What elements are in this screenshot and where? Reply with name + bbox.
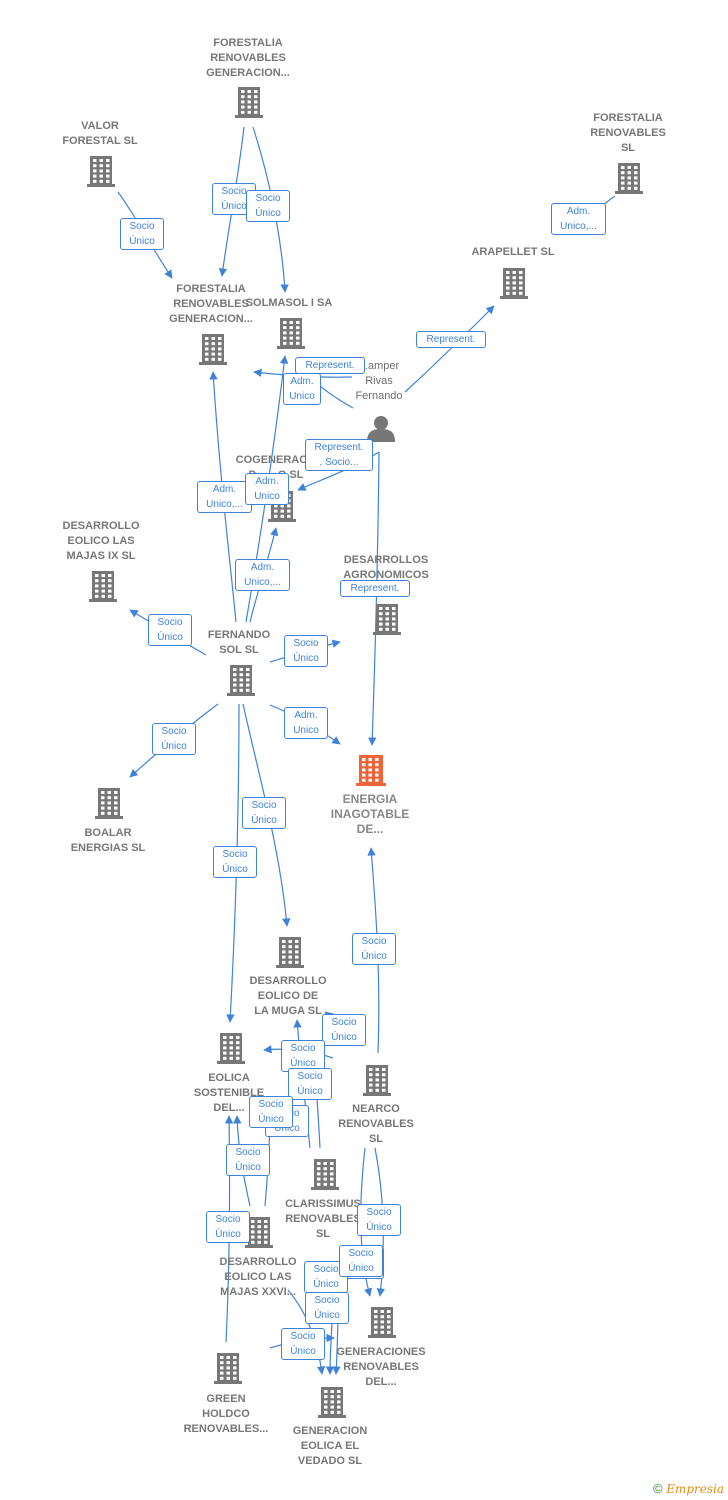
company-building-icon[interactable] xyxy=(373,604,401,635)
relationship-label[interactable]: Socio Único xyxy=(226,1144,270,1176)
brand-name: Empresia xyxy=(666,1482,724,1496)
company-name-label[interactable]: VALOR FORESTAL SL xyxy=(62,120,138,147)
relationship-edge xyxy=(368,451,380,746)
company-name-label[interactable]: ENERGIA INAGOTABLE DE... xyxy=(330,792,410,836)
company-building-icon[interactable] xyxy=(363,1065,391,1096)
relationship-label[interactable]: Socio Único xyxy=(305,1292,349,1324)
relationship-label[interactable]: Represent. xyxy=(295,357,365,374)
company-building-icon[interactable] xyxy=(318,1387,346,1418)
relationship-label[interactable]: Socio Único xyxy=(213,846,257,878)
relationship-label[interactable]: Represent. xyxy=(416,331,486,348)
company-name-label[interactable]: GENERACION EOLICA EL VEDADO SL xyxy=(292,1425,368,1467)
relationship-label[interactable]: Socio Único xyxy=(249,1096,293,1128)
company-building-icon[interactable] xyxy=(95,788,123,819)
relationship-label[interactable]: Adm. Unico,... xyxy=(235,559,290,591)
company-building-icon[interactable] xyxy=(245,1217,273,1248)
relationship-label[interactable]: Socio Único xyxy=(281,1040,325,1072)
company-name-label[interactable]: FORESTALIA RENOVABLES SL xyxy=(590,112,666,154)
relationship-label[interactable]: Socio Único xyxy=(352,933,396,965)
relationship-label[interactable]: Socio Único xyxy=(148,614,192,646)
company-name-label[interactable]: SOLMASOL I SA xyxy=(245,297,333,309)
company-building-icon[interactable] xyxy=(368,1307,396,1338)
relationship-edge xyxy=(287,1289,326,1375)
company-building-icon[interactable] xyxy=(214,1353,242,1384)
company-building-icon[interactable] xyxy=(199,334,227,365)
company-building-icon[interactable] xyxy=(615,163,643,194)
company-building-icon[interactable] xyxy=(87,156,115,187)
relationship-label[interactable]: Represent. , Socio... xyxy=(305,439,373,471)
company-name-label[interactable]: BOALAR ENERGIAS SL xyxy=(70,827,146,854)
footer-brand: © Empresia xyxy=(653,1481,724,1496)
company-name-label[interactable]: FORESTALIA RENOVABLES GENERACION... xyxy=(169,283,253,325)
company-building-icon[interactable] xyxy=(227,665,255,696)
relationship-label[interactable]: Socio Único xyxy=(281,1328,325,1360)
company-building-icon[interactable] xyxy=(276,937,304,968)
company-building-icon[interactable] xyxy=(217,1033,245,1064)
relationship-label[interactable]: Socio Único xyxy=(339,1245,383,1277)
relationship-label[interactable]: Socio Único xyxy=(288,1068,332,1100)
relationship-label[interactable]: Represent. xyxy=(340,580,410,597)
company-name-label[interactable]: DESARROLLO EOLICO LAS MAJAS IX SL xyxy=(62,520,140,562)
relationship-label[interactable]: Adm. Unico,... xyxy=(197,481,252,513)
relationship-label[interactable]: Socio Único xyxy=(284,635,328,667)
company-name-label[interactable]: DESARROLLO EOLICO LAS MAJAS XXVI... xyxy=(219,1256,297,1298)
relationship-label[interactable]: Adm. Unico xyxy=(245,473,289,505)
company-name-label[interactable]: DESARROLLO EOLICO DE LA MUGA SL xyxy=(249,975,327,1017)
company-building-icon[interactable] xyxy=(277,318,305,349)
relationship-label[interactable]: Socio Único xyxy=(120,218,164,250)
company-name-label[interactable]: FERNANDO SOL SL xyxy=(207,629,271,656)
relationship-label[interactable]: Adm. Unico,... xyxy=(551,203,606,235)
company-building-icon[interactable] xyxy=(500,268,528,299)
company-name-label[interactable]: GENERACIONES RENOVABLES DEL... xyxy=(336,1346,426,1388)
relationship-label[interactable]: Socio Único xyxy=(357,1204,401,1236)
relationship-label[interactable]: Adm. Unico xyxy=(283,373,321,405)
company-building-icon[interactable] xyxy=(356,755,386,786)
relationship-label[interactable]: Socio Único xyxy=(322,1014,366,1046)
company-name-label[interactable]: ARAPELLET SL xyxy=(471,246,555,258)
copyright-symbol: © xyxy=(652,1481,663,1496)
company-name-label[interactable]: NEARCO RENOVABLES SL xyxy=(338,1103,414,1145)
company-building-icon[interactable] xyxy=(89,571,117,602)
relationship-label[interactable]: Adm. Unico xyxy=(284,707,328,739)
company-building-icon[interactable] xyxy=(235,87,263,118)
relationship-edge xyxy=(404,305,495,393)
person-icon[interactable] xyxy=(367,416,395,442)
relationship-edge xyxy=(209,371,237,623)
company-building-icon[interactable] xyxy=(311,1159,339,1190)
company-name-label[interactable]: EOLICA SOSTENIBLE DEL... xyxy=(193,1072,265,1114)
company-name-label[interactable]: CLARISSIMUS RENOVABLES SL xyxy=(285,1198,361,1240)
company-name-label[interactable]: FORESTALIA RENOVABLES GENERACION... xyxy=(206,37,290,79)
relationship-label[interactable]: Socio Único xyxy=(246,190,290,222)
relationship-label[interactable]: Socio Único xyxy=(152,723,196,755)
person-name-label[interactable]: ...amper Rivas Fernando xyxy=(355,360,403,402)
company-name-label[interactable]: GREEN HOLDCO RENOVABLES... xyxy=(183,1393,269,1435)
relationship-label[interactable]: Socio Único xyxy=(242,797,286,829)
relationship-label[interactable]: Socio Único xyxy=(206,1211,250,1243)
